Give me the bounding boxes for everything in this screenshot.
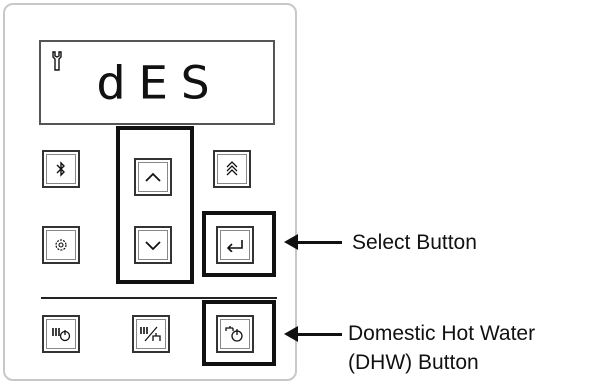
select-button-label: Select Button xyxy=(352,231,477,254)
up-down-highlight xyxy=(116,126,194,284)
chevron-up-icon xyxy=(144,171,162,183)
up-button[interactable] xyxy=(134,158,172,196)
double-chevron-up-icon xyxy=(225,160,239,178)
dhw-arrow-line xyxy=(296,333,342,336)
select-highlight xyxy=(202,211,276,277)
divider xyxy=(41,297,277,299)
tap-power-icon xyxy=(224,325,246,343)
wrench-icon xyxy=(51,50,63,72)
dhw-arrowhead xyxy=(284,326,298,342)
dhw-button-label-line1: Domestic Hot Water xyxy=(348,322,536,345)
dhw-highlight xyxy=(202,300,276,366)
select-button[interactable] xyxy=(216,226,254,264)
heating-dhw-icon xyxy=(139,325,163,343)
down-button[interactable] xyxy=(134,226,172,264)
settings-button[interactable] xyxy=(42,226,80,264)
heating-dhw-button[interactable] xyxy=(132,315,170,353)
fast-up-button[interactable] xyxy=(213,150,251,188)
control-panel: dES xyxy=(3,3,297,381)
heating-button[interactable] xyxy=(42,315,80,353)
dhw-button-label-line2: (DHW) Button xyxy=(348,351,479,374)
select-arrowhead xyxy=(284,234,298,250)
chevron-down-icon xyxy=(144,239,162,251)
bluetooth-icon xyxy=(54,160,68,178)
select-arrow-line xyxy=(296,241,342,244)
lcd-display: dES xyxy=(39,40,275,125)
gear-icon xyxy=(53,237,69,253)
enter-icon xyxy=(225,238,245,252)
dhw-button[interactable] xyxy=(216,315,254,353)
heating-power-icon xyxy=(50,326,72,342)
bluetooth-button[interactable] xyxy=(42,150,80,188)
display-readout: dES xyxy=(96,57,223,110)
